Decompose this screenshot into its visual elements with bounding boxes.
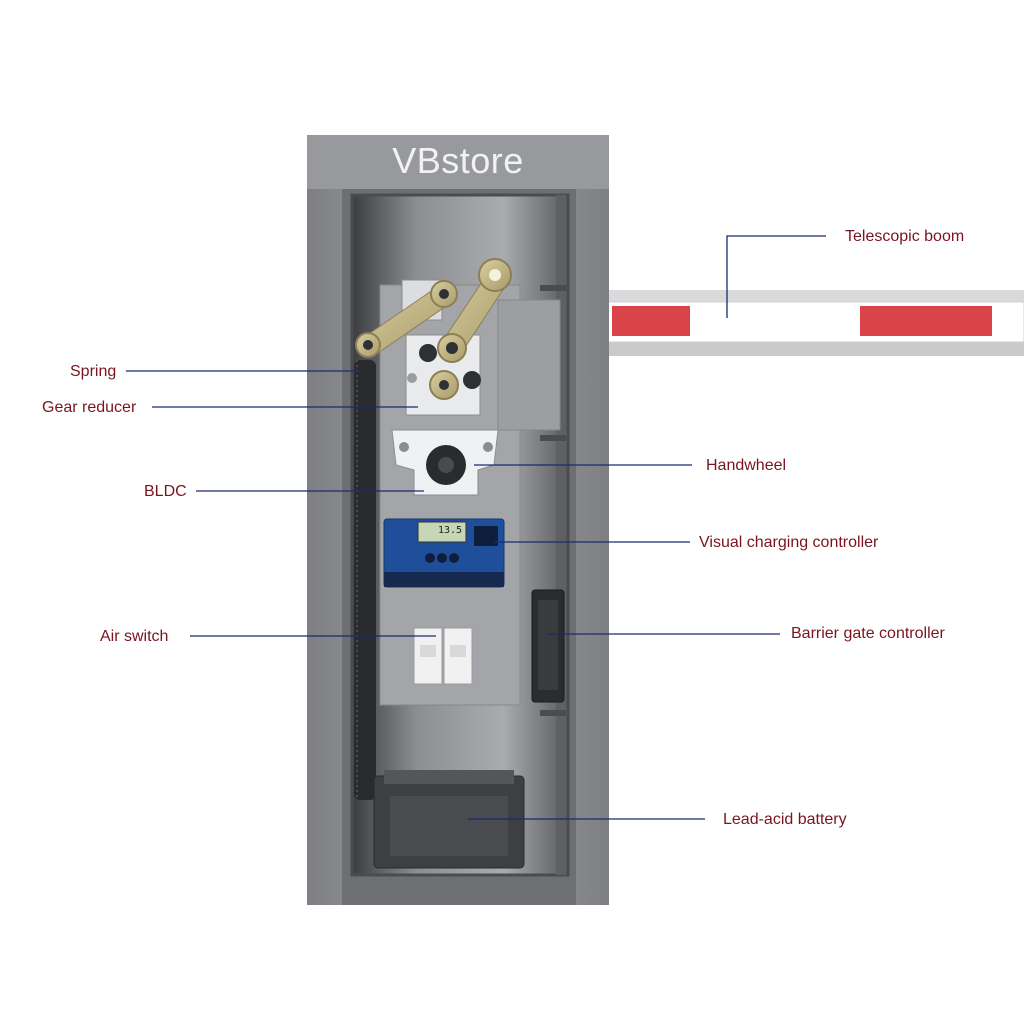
label-air-switch: Air switch xyxy=(100,628,169,645)
spring xyxy=(354,360,376,800)
label-visual-charging-controller: Visual charging controller xyxy=(699,534,879,551)
leader-lines xyxy=(126,235,826,820)
boom-stripe xyxy=(860,306,992,336)
label-gear-reducer: Gear reducer xyxy=(42,399,137,416)
label-bldc: BLDC xyxy=(144,483,187,500)
crank-arms xyxy=(355,258,512,400)
label-lead-acid-battery: Lead-acid battery xyxy=(723,811,847,828)
label-handwheel: Handwheel xyxy=(706,457,787,474)
lead-acid-battery xyxy=(373,770,525,869)
barrier-gate-controller xyxy=(531,589,565,703)
air-switch xyxy=(413,627,473,685)
boom-stripe xyxy=(612,306,690,336)
charging-controller xyxy=(383,518,505,588)
controller-display-value: 13.5 xyxy=(438,525,463,536)
telescopic-boom xyxy=(607,290,1024,356)
label-telescopic-boom: Telescopic boom xyxy=(845,228,965,245)
leader-line-telescopic-boom xyxy=(726,235,826,318)
brand-logo: VBstore xyxy=(392,140,524,181)
label-barrier-gate-controller: Barrier gate controller xyxy=(791,625,945,642)
label-spring: Spring xyxy=(70,363,117,380)
handwheel xyxy=(426,445,466,485)
